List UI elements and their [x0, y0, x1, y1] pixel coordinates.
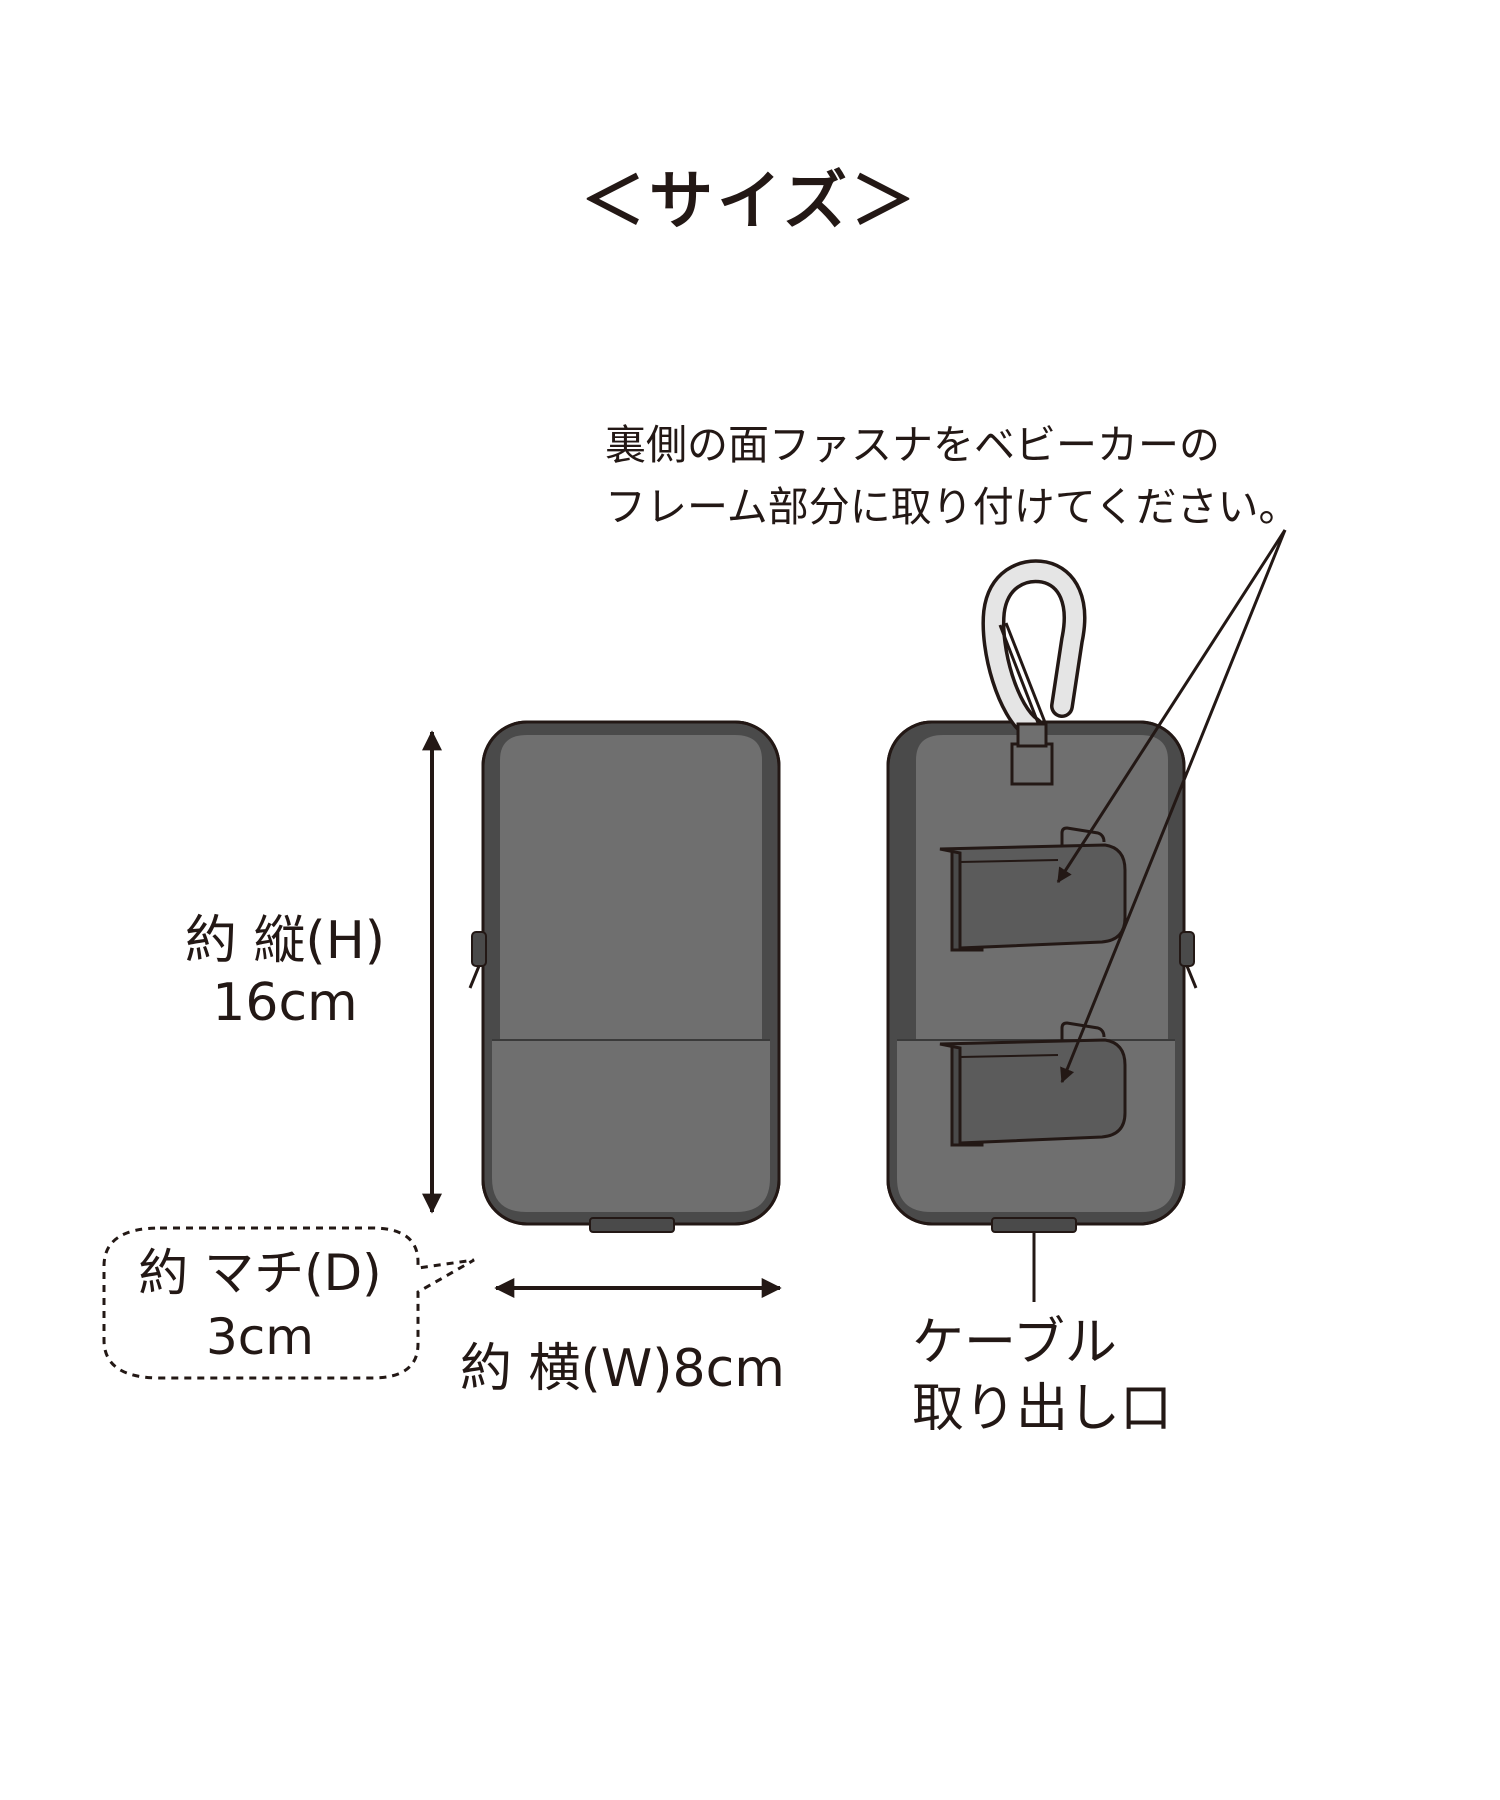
- depth-label-line1: 約 マチ(D): [138, 1244, 382, 1302]
- callout-arrow-lower: [1060, 529, 1287, 1084]
- cable-port: [991, 1217, 1077, 1233]
- velcro-strap-lower: [939, 1021, 1127, 1147]
- callout-arrow-upper: [1056, 529, 1287, 884]
- cable-port-label: ケーブル 取り出し口: [912, 1310, 1172, 1442]
- page-title: ＜サイズ＞: [580, 165, 920, 239]
- depth-bubble: [102, 1226, 475, 1380]
- mounting-note: 裏側の面ファスナをベビーカーの フレーム部分に取り付けてください。: [605, 414, 1300, 538]
- height-label-line2: 16cm: [212, 973, 358, 1033]
- depth-label-line2: 3cm: [205, 1308, 314, 1366]
- cable-port-label-line1: ケーブル: [912, 1313, 1117, 1373]
- mounting-note-line2: フレーム部分に取り付けてください。: [605, 483, 1300, 531]
- cable-port-label-line2: 取り出し口: [912, 1379, 1173, 1439]
- carabiner-icon: [981, 559, 1087, 786]
- height-label-line1: 約 縦(H): [184, 911, 386, 971]
- cable-port: [589, 1217, 675, 1233]
- zipper-pull-icon: [1179, 931, 1198, 989]
- depth-label: 約 マチ(D) 3cm: [100, 1241, 420, 1369]
- height-label: 約 縦(H) 16cm: [160, 910, 410, 1034]
- front-pouch: [468, 720, 781, 1233]
- velcro-strap-upper: [939, 826, 1127, 952]
- zipper-pull-icon: [468, 931, 487, 989]
- width-label: 約 横(W)8cm: [460, 1339, 785, 1399]
- mounting-note-line1: 裏側の面ファスナをベビーカーの: [605, 421, 1220, 469]
- back-pouch: [886, 720, 1198, 1233]
